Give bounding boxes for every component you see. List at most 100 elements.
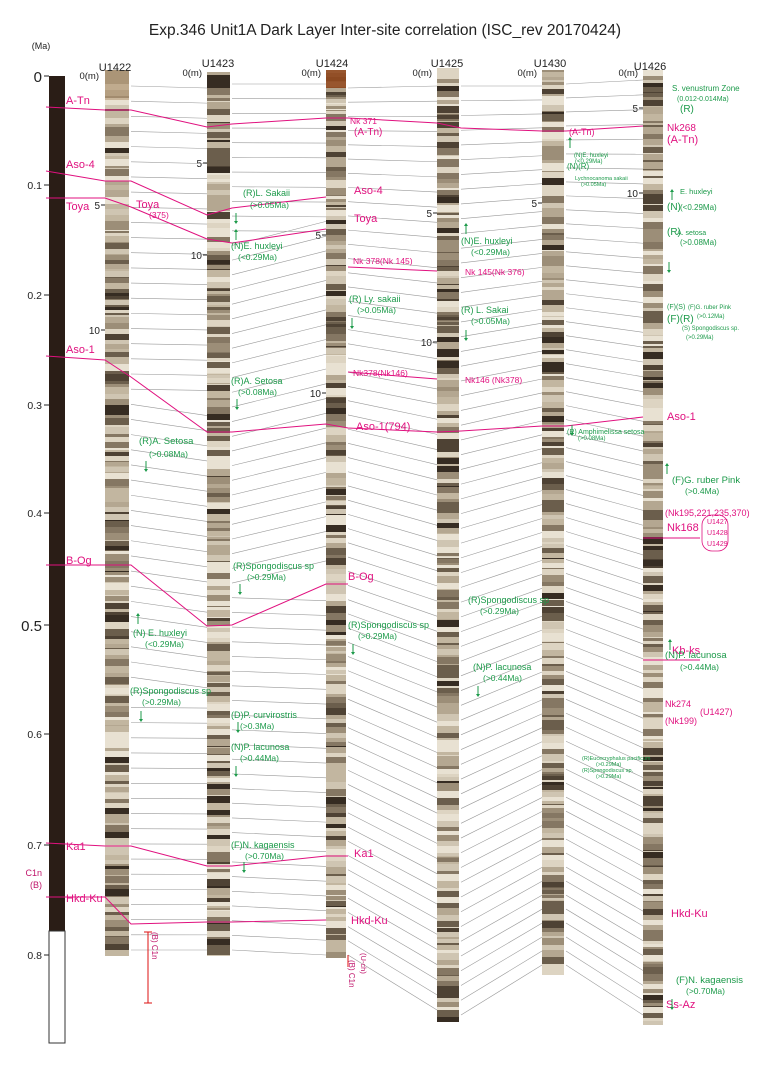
correlation-tie-line — [565, 615, 644, 645]
correlation-tie-line — [231, 905, 327, 912]
core-band — [105, 172, 129, 176]
core-band — [542, 725, 564, 728]
core-band — [105, 418, 129, 425]
correlation-tie-line — [347, 897, 438, 950]
correlation-tie-line — [231, 817, 327, 823]
core-band — [542, 405, 564, 408]
core-band — [105, 223, 129, 230]
correlation-tie-line — [130, 373, 208, 376]
core-band — [105, 527, 129, 533]
core-band — [542, 920, 564, 921]
core-band — [542, 736, 564, 743]
core-band — [437, 352, 459, 357]
biostrat-label-u1422: (N) E. huxleyi — [133, 628, 187, 638]
core-band — [207, 939, 230, 945]
core-band — [542, 582, 564, 586]
core-band — [207, 492, 230, 493]
core-band — [326, 885, 346, 890]
age-bar-reversed-polarity — [48, 930, 66, 1044]
correlation-tie-line — [565, 94, 644, 99]
core-band — [542, 494, 564, 495]
core-band — [437, 385, 459, 387]
core-band — [326, 271, 346, 276]
core-band — [207, 75, 230, 82]
core-band — [643, 298, 663, 303]
core-band — [105, 904, 129, 907]
core-band — [437, 805, 459, 810]
correlation-tie-line — [460, 281, 543, 293]
core-band — [643, 431, 663, 433]
core-band — [643, 772, 663, 776]
core-band — [643, 303, 663, 308]
core-band — [643, 612, 663, 614]
core-band — [643, 266, 663, 270]
correlation-tie-line — [231, 545, 327, 569]
core-band — [207, 536, 230, 537]
core-band — [542, 362, 564, 369]
core-band — [105, 300, 129, 305]
core-band — [643, 352, 663, 359]
core-band — [542, 235, 564, 237]
tephra-line-nk378-146 — [347, 371, 438, 380]
correlation-tie-line — [460, 894, 543, 942]
core-band — [326, 796, 346, 797]
correlation-tie-line — [460, 308, 543, 323]
core-band — [105, 236, 129, 242]
depth-tick-label: 5 — [196, 159, 202, 170]
core-band — [207, 509, 230, 514]
site-title-u1422: U1422 — [99, 62, 131, 74]
core-band — [207, 463, 230, 469]
core-band — [437, 252, 459, 253]
core-band — [542, 685, 564, 691]
core-band — [326, 895, 346, 896]
core-band — [542, 376, 564, 379]
core-band — [326, 249, 346, 253]
core-band — [643, 517, 663, 520]
correlation-tie-line — [130, 176, 208, 180]
correlation-tie-line — [231, 876, 327, 882]
core-band — [326, 347, 346, 348]
core-band — [105, 575, 129, 577]
core-band — [207, 601, 230, 606]
core-band — [326, 719, 346, 723]
core-band — [542, 821, 564, 828]
core-band — [326, 635, 346, 639]
core-band — [643, 479, 663, 483]
core-band — [326, 746, 346, 747]
core-band — [437, 841, 459, 846]
core-band — [326, 103, 346, 104]
tephra-label-u1424: (A-Tn) — [354, 127, 382, 138]
core-band — [437, 891, 459, 897]
biostrat-label-u1426: (>0.12Ma) — [697, 314, 725, 320]
core-band — [105, 467, 129, 472]
core-band — [542, 569, 564, 575]
core-band — [437, 342, 459, 349]
tephra-label-u1424: Toya — [354, 213, 378, 225]
core-band — [437, 483, 459, 486]
core-band — [542, 606, 564, 607]
core-band — [542, 782, 564, 785]
core-band — [105, 799, 129, 803]
core-band — [326, 828, 346, 831]
core-band — [105, 313, 129, 315]
tephra-label-u1422: (375) — [149, 210, 169, 220]
core-band — [105, 936, 129, 937]
core-band — [542, 515, 564, 519]
core-band — [326, 279, 346, 284]
core-band — [643, 388, 663, 395]
core-band — [207, 383, 230, 384]
correlation-tie-line — [565, 643, 644, 674]
core-band — [643, 171, 663, 176]
core-band — [542, 278, 564, 280]
core-band — [326, 383, 346, 388]
correlation-tie-line — [347, 329, 438, 344]
core-band — [437, 657, 459, 664]
biostrat-label-u1422: (R)A. Setosa — [139, 436, 194, 447]
correlation-tie-line — [565, 587, 644, 615]
core-band — [326, 774, 346, 781]
core-band — [437, 590, 459, 592]
core-band — [437, 213, 459, 215]
correlation-tie-line — [347, 272, 438, 284]
core-band — [437, 874, 459, 881]
core-band — [207, 450, 230, 456]
